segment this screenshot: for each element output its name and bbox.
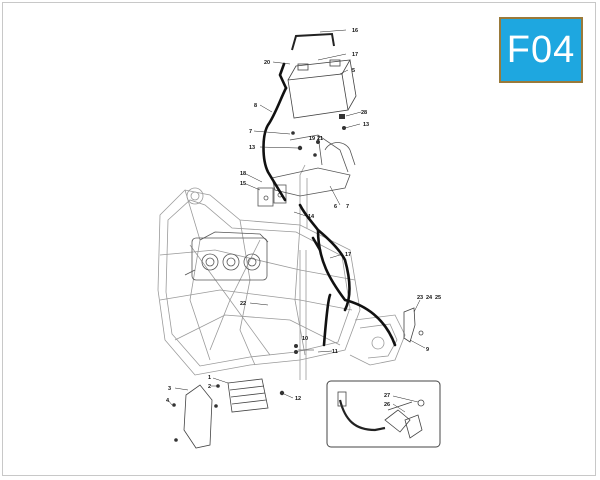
callout-1: 1 (208, 375, 211, 381)
callout-4: 4 (166, 398, 170, 404)
leader-lines (167, 29, 426, 413)
callout-17: 17 (352, 52, 358, 58)
callout-15: 15 (240, 181, 246, 187)
callout-26: 26 (384, 402, 390, 408)
callout-20: 20 (264, 60, 270, 66)
side-connector (403, 307, 424, 343)
callout-11: 11 (332, 349, 338, 355)
callout-3: 3 (168, 386, 171, 392)
section-code-badge: F04 (499, 17, 583, 83)
callout-9: 9 (426, 347, 429, 353)
page-frame (2, 2, 596, 476)
callout-2: 2 (208, 384, 211, 390)
connector-detail-inset (326, 380, 441, 448)
callout-19: 19 (309, 136, 315, 142)
callout-21: 21 (317, 136, 323, 142)
callout-22: 22 (240, 301, 246, 307)
callout-16: 16 (352, 28, 358, 34)
battery-tray (271, 134, 356, 197)
callout-28: 28 (361, 110, 367, 116)
callout-7-lower: 7 (346, 204, 349, 210)
callout-25: 25 (435, 295, 441, 301)
callout-24: 24 (426, 295, 433, 301)
wiring-harness (262, 62, 397, 347)
callout-12: 12 (295, 396, 301, 402)
fasteners (172, 114, 346, 442)
callout-17-cable: 17 (345, 252, 351, 258)
voltage-regulator (183, 378, 269, 449)
battery (287, 59, 357, 119)
callout-7-upper: 7 (249, 129, 252, 135)
motorcycle-frame (157, 164, 406, 380)
callout-18: 18 (240, 171, 246, 177)
throttle-body (184, 231, 269, 281)
callout-10: 10 (302, 336, 308, 342)
callout-5: 5 (352, 68, 355, 74)
callout-27: 27 (384, 393, 390, 399)
callout-13-upper: 13 (363, 122, 369, 128)
callout-13-lower: 13 (249, 145, 255, 151)
battery-strap (291, 32, 335, 51)
callout-14: 14 (308, 214, 315, 220)
callout-23: 23 (417, 295, 423, 301)
callout-8: 8 (254, 103, 257, 109)
callout-6: 6 (334, 204, 337, 210)
callout-labels: 16 17 20 5 8 28 13 7 19 21 13 18 15 14 6… (166, 28, 441, 408)
